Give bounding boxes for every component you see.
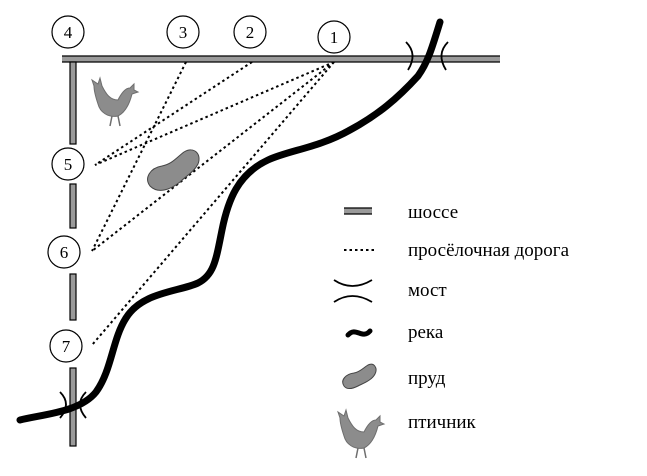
point-5: 5 <box>51 147 85 181</box>
point-markers: 1 2 3 4 5 6 7 <box>47 15 351 363</box>
bridge-icon <box>333 279 373 303</box>
dirt-road-1-5 <box>94 61 335 166</box>
legend-dirt-road-label: просёлочная дорога <box>408 240 570 261</box>
point-5-label: 5 <box>64 155 73 174</box>
legend-pond: пруд <box>342 363 446 390</box>
point-4-label: 4 <box>64 23 73 42</box>
legend-poultry-farm-label: птичник <box>408 412 477 433</box>
dirt-road-3-6 <box>91 61 187 252</box>
bridge-bottom <box>59 391 87 419</box>
point-4: 4 <box>51 15 85 49</box>
legend-river: река <box>345 322 444 343</box>
river <box>16 18 444 424</box>
legend-dirt-road: просёлочная дорога <box>344 240 570 261</box>
point-3-label: 3 <box>179 23 188 42</box>
point-2: 2 <box>233 15 267 49</box>
dirt-roads <box>91 61 335 346</box>
point-2-label: 2 <box>246 23 255 42</box>
rooster-icon <box>337 408 386 459</box>
point-7: 7 <box>49 329 83 363</box>
point-1: 1 <box>317 20 351 54</box>
point-7-label: 7 <box>62 337 71 356</box>
legend-bridge-label: мост <box>408 280 447 301</box>
pond-icon <box>147 149 200 191</box>
point-6-label: 6 <box>60 243 69 262</box>
highway-horizontal <box>62 55 500 63</box>
dirt-road-1-7 <box>91 61 335 346</box>
rooster-icon <box>91 76 140 127</box>
legend-poultry-farm: птичник <box>337 408 477 459</box>
dirt-road-1-6 <box>91 61 335 252</box>
legend-pond-label: пруд <box>408 368 446 389</box>
legend-bridge: мост <box>333 279 447 303</box>
legend-highway-label: шоссе <box>408 202 458 223</box>
bridge-top <box>405 41 449 71</box>
dirt-road-2-5 <box>94 61 253 166</box>
legend: шоссе просёлочная дорога мост река пруд <box>333 202 570 459</box>
point-3: 3 <box>166 15 200 49</box>
point-6: 6 <box>47 235 81 269</box>
point-1-label: 1 <box>330 28 339 47</box>
legend-highway: шоссе <box>344 202 458 223</box>
legend-river-label: река <box>408 322 444 343</box>
